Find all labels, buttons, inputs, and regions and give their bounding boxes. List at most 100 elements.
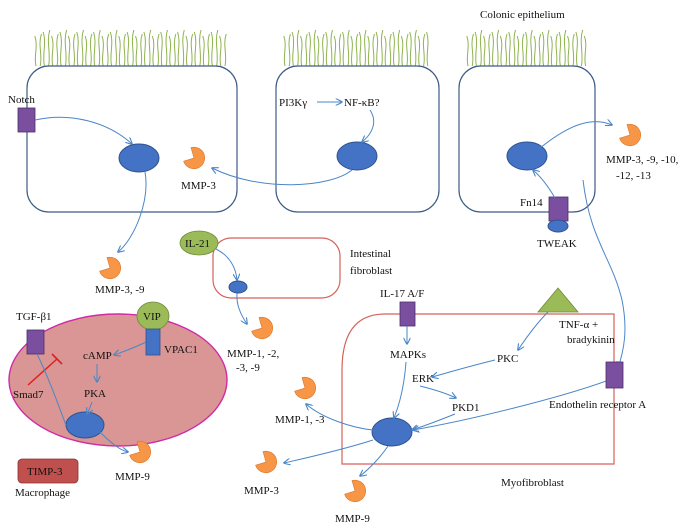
villi-right bbox=[466, 29, 587, 67]
notch-receptor bbox=[17, 107, 36, 133]
nucleus-to-mmp13-arrow bbox=[306, 404, 374, 431]
vpac1-label: VPAC1 bbox=[164, 344, 198, 356]
villus-strand bbox=[466, 35, 469, 67]
villus-strand bbox=[101, 35, 104, 67]
mapks-label: MAPKs bbox=[390, 349, 426, 361]
villus-strand bbox=[160, 31, 163, 67]
villus-strand bbox=[530, 29, 533, 67]
mmp-9-myofibroblast-icon bbox=[344, 479, 367, 503]
nucleus-to-mmp39-arrow bbox=[118, 171, 147, 252]
villus-strand bbox=[93, 31, 96, 67]
fn14-receptor bbox=[548, 196, 569, 222]
villus-strand bbox=[575, 31, 578, 67]
notch-label: Notch bbox=[8, 94, 35, 106]
villus-strand bbox=[355, 33, 359, 67]
villus-strand bbox=[165, 29, 168, 67]
intestinal-fibroblast-cell bbox=[212, 237, 341, 299]
erk-label: ERK bbox=[412, 373, 434, 385]
nfkb-to-nucleus-arrow bbox=[362, 109, 375, 142]
villus-strand bbox=[305, 33, 308, 67]
villus-strand bbox=[308, 31, 311, 67]
villus-strand bbox=[126, 31, 130, 67]
villus-strand bbox=[98, 29, 101, 67]
macrophage-nucleus bbox=[65, 411, 105, 439]
colonic-epithelium-label: Colonic epithelium bbox=[480, 9, 565, 21]
epithelial-cell-left bbox=[26, 65, 238, 213]
villus-strand bbox=[51, 35, 54, 67]
villus-strand bbox=[350, 35, 353, 67]
left-cell-nucleus bbox=[118, 143, 160, 173]
villus-strand bbox=[168, 35, 172, 67]
nfkb-label: NF-κB? bbox=[344, 97, 380, 109]
fibroblast-to-mmp-arrow bbox=[236, 292, 247, 324]
mmp-3-myofibroblast-label: MMP-3 bbox=[244, 485, 279, 497]
villus-strand bbox=[380, 29, 384, 67]
villus-strand bbox=[131, 29, 135, 67]
villus-strand bbox=[288, 33, 291, 67]
villus-strand bbox=[583, 35, 587, 67]
villus-strand bbox=[316, 35, 320, 67]
villus-strand bbox=[177, 31, 180, 67]
myofibroblast-cell bbox=[341, 313, 615, 465]
pkd1-to-nucleus-arrow bbox=[412, 413, 456, 430]
tgfb1-label: TGF-β1 bbox=[16, 311, 52, 323]
tnf-label-2: bradykinin bbox=[567, 334, 615, 346]
villus-strand bbox=[115, 29, 118, 67]
pkd1-label: PKD1 bbox=[452, 402, 480, 414]
il17-label: IL-17 A/F bbox=[380, 288, 424, 300]
villus-strand bbox=[89, 33, 93, 67]
villi-middle bbox=[283, 29, 429, 67]
endothelin-receptor bbox=[605, 361, 624, 389]
villus-strand bbox=[185, 35, 188, 67]
myofibroblast-label: Myofibroblast bbox=[501, 477, 564, 489]
epithelial-cell-middle bbox=[275, 65, 440, 213]
villus-strand bbox=[34, 35, 37, 67]
villus-strand bbox=[541, 31, 545, 67]
villus-strand bbox=[84, 35, 88, 67]
villus-strand bbox=[375, 31, 379, 67]
villus-strand bbox=[151, 35, 155, 67]
villus-strand bbox=[123, 33, 126, 67]
notch-to-nucleus-arrow bbox=[34, 116, 132, 144]
mmp-9-macrophage-label: MMP-9 bbox=[115, 471, 150, 483]
villus-strand bbox=[367, 35, 370, 67]
villus-strand bbox=[525, 31, 528, 67]
villus-strand bbox=[322, 33, 325, 67]
villus-strand bbox=[56, 33, 59, 67]
fn14-label: Fn14 bbox=[520, 197, 543, 209]
villus-strand bbox=[199, 29, 202, 67]
villus-strand bbox=[533, 35, 536, 67]
tnf-to-pkc-arrow bbox=[518, 311, 549, 350]
mmp-1-3-label: MMP-1, -3 bbox=[275, 414, 325, 426]
villus-strand bbox=[109, 31, 113, 67]
villi-left bbox=[34, 29, 227, 67]
villus-strand bbox=[207, 33, 210, 67]
villus-strand bbox=[538, 33, 542, 67]
tweak-label: TWEAK bbox=[537, 238, 577, 250]
villus-strand bbox=[210, 31, 214, 67]
villus-strand bbox=[488, 33, 491, 67]
villus-strand bbox=[190, 33, 194, 67]
mmp-right-label-1: MMP-3, -9, -10, bbox=[606, 154, 679, 166]
mmp-3-9-10-12-13-icon bbox=[619, 123, 642, 147]
villus-strand bbox=[325, 31, 328, 67]
villus-strand bbox=[406, 33, 409, 67]
mmp-9-myofibroblast-label: MMP-9 bbox=[335, 513, 370, 525]
villus-strand bbox=[193, 31, 197, 67]
villus-strand bbox=[283, 35, 286, 67]
villus-strand bbox=[555, 33, 558, 67]
villus-strand bbox=[417, 35, 421, 67]
villus-strand bbox=[474, 31, 478, 67]
mmp-1-2-3-9-icon bbox=[251, 316, 274, 340]
mmp-right-label-2: -12, -13 bbox=[616, 170, 651, 182]
villus-strand bbox=[479, 29, 483, 67]
villus-strand bbox=[426, 31, 429, 67]
mmp-3-epithelial-label: MMP-3 bbox=[181, 180, 216, 192]
villus-strand bbox=[414, 29, 417, 67]
villus-strand bbox=[347, 29, 350, 67]
villus-strand bbox=[372, 33, 375, 67]
villus-strand bbox=[516, 35, 520, 67]
villus-strand bbox=[173, 33, 177, 67]
villus-strand bbox=[397, 29, 401, 67]
villus-strand bbox=[81, 29, 84, 67]
